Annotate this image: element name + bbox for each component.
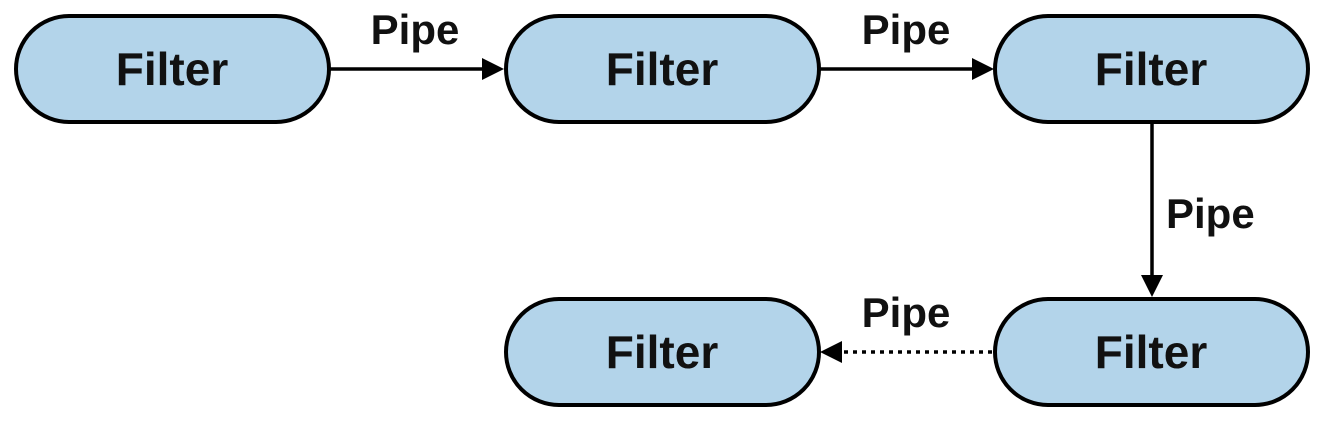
filter-node-2-label: Filter xyxy=(606,43,719,95)
filter-node-3-shape xyxy=(993,14,1310,124)
edge-4-label: Pipe xyxy=(862,289,951,336)
filter-node-4: Filter xyxy=(993,297,1310,407)
filter-node-2: Filter xyxy=(504,14,821,124)
filter-node-2-shape xyxy=(504,14,821,124)
edge-2: Pipe xyxy=(820,6,994,80)
edge-3-label: Pipe xyxy=(1166,190,1255,237)
edge-4: Pipe xyxy=(820,289,992,363)
edge-1: Pipe xyxy=(329,6,504,80)
filter-node-4-label: Filter xyxy=(1095,326,1208,378)
filter-node-5-label: Filter xyxy=(606,326,719,378)
edge-3-arrowhead xyxy=(1141,275,1163,297)
edge-1-label: Pipe xyxy=(371,6,460,53)
filter-node-3: Filter xyxy=(993,14,1310,124)
edge-4-arrowhead xyxy=(820,341,842,363)
edge-2-arrowhead xyxy=(972,58,994,80)
edge-2-label: Pipe xyxy=(862,6,951,53)
filter-node-1-shape xyxy=(14,14,331,124)
filter-node-3-label: Filter xyxy=(1095,43,1208,95)
filter-node-5-shape xyxy=(504,297,821,407)
filter-node-1-label: Filter xyxy=(116,43,229,95)
filter-node-4-shape xyxy=(993,297,1310,407)
edge-1-arrowhead xyxy=(482,58,504,80)
filter-node-1: Filter xyxy=(14,14,331,124)
edge-3: Pipe xyxy=(1141,124,1255,297)
filter-node-5: Filter xyxy=(504,297,821,407)
